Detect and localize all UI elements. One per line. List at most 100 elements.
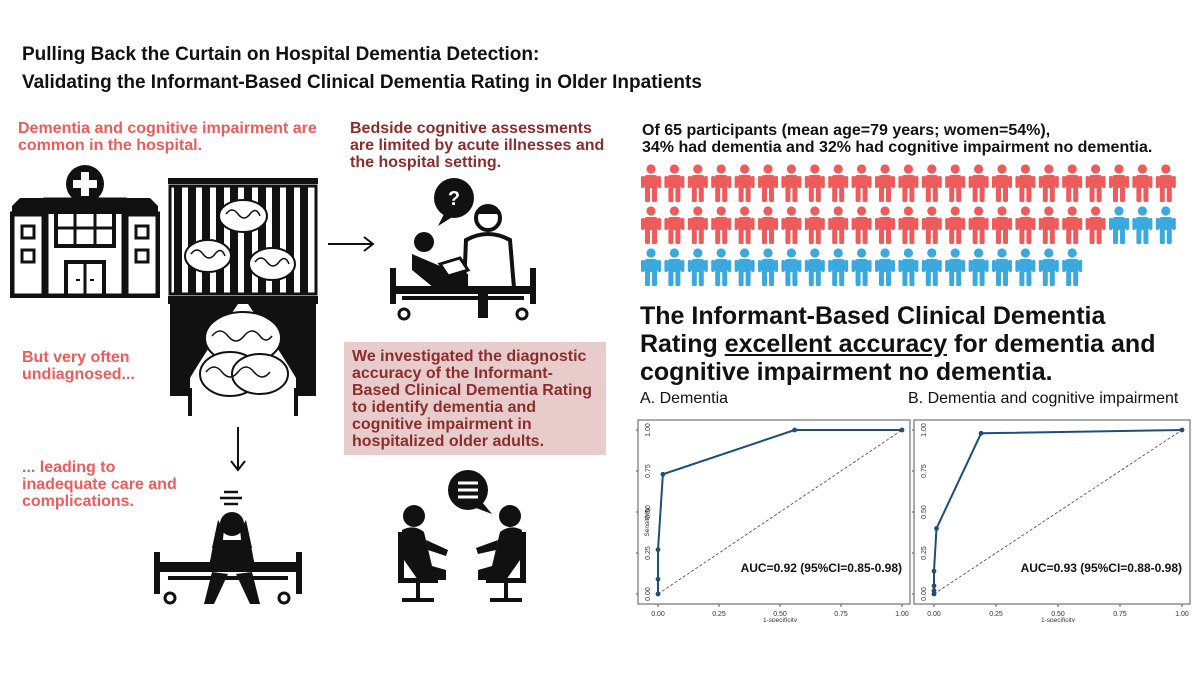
- x-tick-label: 1.00: [1175, 611, 1189, 618]
- arrow-down-icon: [230, 427, 246, 472]
- roc-point: [931, 568, 937, 574]
- participant-pictograph: [641, 164, 1176, 286]
- y-tick-label: 1.00: [921, 423, 928, 437]
- chart-b-title: B. Dementia and cognitive impairment: [908, 390, 1179, 407]
- person-icon-red: [1155, 164, 1176, 202]
- person-icon-red: [641, 164, 661, 202]
- person-icon-red: [1062, 206, 1083, 244]
- page-subtitle: Validating the Informant-Based Clinical …: [22, 72, 702, 93]
- person-icon-blue: [804, 248, 825, 286]
- person-icon-red: [898, 164, 919, 202]
- common-text: Dementia and cognitive impairment are co…: [18, 120, 317, 154]
- stats-line-2: 34% had dementia and 32% had cognitive i…: [642, 139, 1153, 156]
- headline-pre: The Informant-Based Clinical Dementia Ra…: [640, 302, 1106, 358]
- roc-point: [655, 591, 661, 597]
- x-tick-label: 0.75: [1113, 611, 1127, 618]
- person-icon-red: [1015, 206, 1036, 244]
- leading-text: ... leading to inadequate care and compl…: [22, 459, 177, 510]
- person-icon-blue: [875, 248, 895, 286]
- roc-point: [655, 547, 661, 553]
- person-icon-red: [968, 206, 989, 244]
- two-people-talking-icon: [398, 470, 526, 602]
- person-icon-blue: [734, 248, 755, 286]
- y-tick-label: 0.25: [921, 546, 928, 560]
- y-tick-label: 0.00: [645, 587, 652, 601]
- roc-point: [978, 430, 984, 436]
- person-icon-red: [687, 164, 708, 202]
- x-tick-label: 0.25: [989, 611, 1003, 618]
- investigated-box: We investigated the diagnostic accuracy …: [344, 342, 606, 455]
- person-icon-red: [711, 206, 732, 244]
- person-icon-red: [1015, 164, 1036, 202]
- person-icon-blue: [664, 248, 685, 286]
- roc-chart-dementia-ci: 0.000.000.250.250.500.500.750.751.001.00…: [912, 419, 1191, 622]
- person-icon-blue: [781, 248, 802, 286]
- roc-point: [931, 583, 937, 589]
- person-icon-blue: [945, 248, 966, 286]
- roc-point: [660, 471, 666, 477]
- roc-point: [899, 427, 905, 433]
- person-icon-red: [664, 206, 685, 244]
- person-icon-red: [664, 164, 685, 202]
- roc-point: [655, 576, 661, 582]
- person-icon-blue: [1132, 206, 1153, 244]
- roc-point: [792, 427, 798, 433]
- roc-point: [934, 526, 939, 531]
- person-icon-blue: [828, 248, 849, 286]
- person-icon-red: [1085, 206, 1106, 244]
- person-icon-red: [921, 164, 942, 202]
- person-icon-blue: [1062, 248, 1083, 286]
- person-icon-red: [945, 206, 966, 244]
- person-icon-red: [875, 206, 895, 244]
- x-tick-label: 0.50: [773, 611, 787, 618]
- x-tick-label: 0.25: [712, 611, 726, 618]
- person-icon-red: [898, 206, 919, 244]
- roc-point: [1179, 427, 1185, 433]
- person-icon-red: [758, 206, 778, 244]
- person-icon-blue: [1155, 206, 1176, 244]
- person-icon-red: [734, 164, 755, 202]
- hospital-building-icon: [10, 165, 160, 298]
- person-icon-blue: [968, 248, 989, 286]
- roc-point: [931, 591, 937, 597]
- x-tick-label: 0.00: [927, 611, 941, 618]
- person-icon-red: [992, 164, 1012, 202]
- x-tick-label: 1.00: [895, 611, 909, 618]
- x-tick-label: 0.75: [834, 611, 848, 618]
- arrow-right-icon: [328, 236, 375, 252]
- person-icon-blue: [921, 248, 942, 286]
- person-icon-red: [734, 206, 755, 244]
- x-axis-label: 1-specificity: [1041, 617, 1076, 622]
- person-icon-red: [1085, 164, 1106, 202]
- person-icon-blue: [992, 248, 1012, 286]
- person-icon-red: [945, 164, 966, 202]
- stats-line-1: Of 65 participants (mean age=79 years; w…: [642, 122, 1051, 139]
- distressed-patient-on-bed-icon: [154, 490, 302, 605]
- auc-annotation: AUC=0.93 (95%CI=0.88-0.98): [1021, 561, 1182, 575]
- person-icon-red: [1038, 206, 1059, 244]
- person-icon-red: [804, 206, 825, 244]
- roc-chart-dementia: 0.000.000.250.250.500.500.750.751.001.00…: [636, 419, 911, 622]
- person-icon-red: [758, 164, 778, 202]
- plot-frame: [913, 419, 1191, 605]
- person-icon-red: [828, 206, 849, 244]
- x-axis-label: 1-specificity: [763, 617, 798, 622]
- person-icon-red: [1109, 164, 1129, 202]
- person-icon-blue: [687, 248, 708, 286]
- y-tick-label: 0.75: [645, 464, 652, 478]
- y-tick-label: 0.25: [645, 546, 652, 560]
- person-icon-red: [828, 164, 849, 202]
- y-tick-label: 0.75: [921, 464, 928, 478]
- question-mark-text: ?: [448, 188, 460, 210]
- bedside-text: Bedside cognitive assessments are limite…: [350, 120, 605, 171]
- curtain-with-brains-icon: [168, 178, 318, 416]
- person-icon-red: [641, 206, 661, 244]
- person-icon-red: [851, 206, 872, 244]
- person-icon-red: [968, 164, 989, 202]
- headline-post: for dementia and cognitive impairment no…: [640, 330, 1156, 386]
- undiagnosed-text: But very often undiagnosed...: [22, 349, 135, 383]
- person-icon-blue: [851, 248, 872, 286]
- person-icon-red: [781, 206, 802, 244]
- y-tick-label: 1.00: [645, 423, 652, 437]
- doctor-at-bedside-icon: ?: [390, 178, 536, 321]
